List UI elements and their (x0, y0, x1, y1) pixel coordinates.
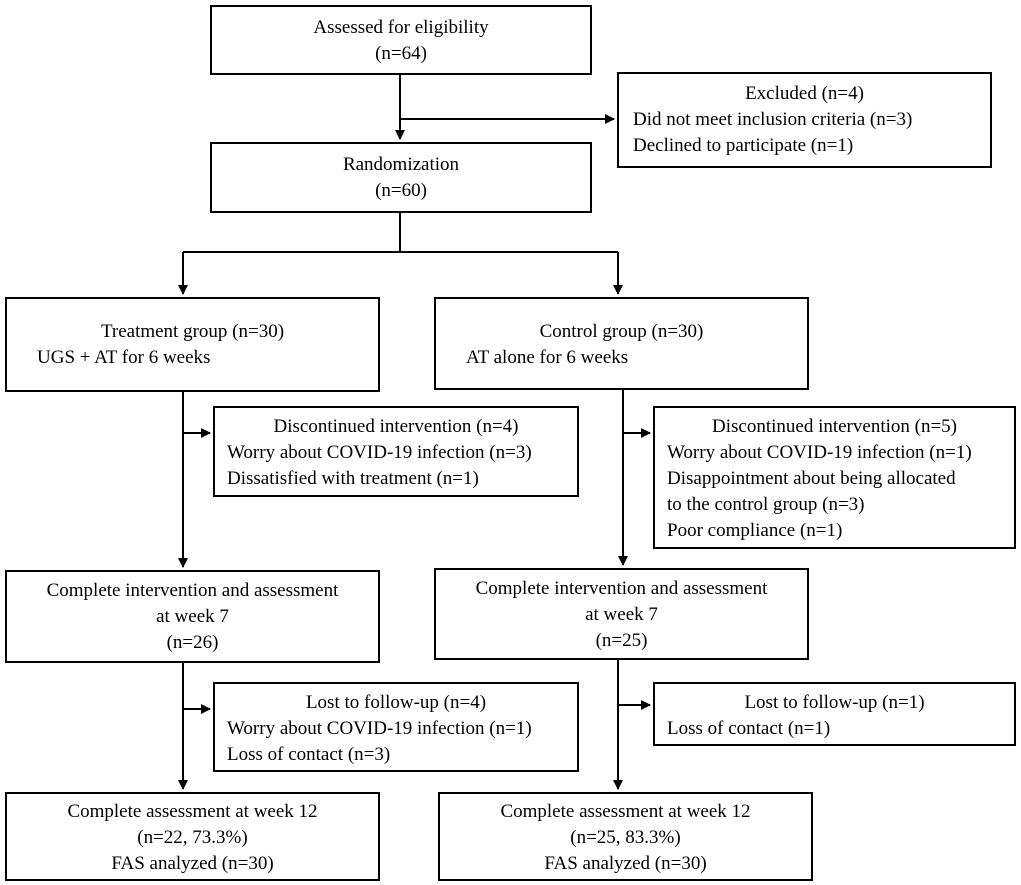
control-final-fas: FAS analyzed (n=30) (544, 853, 707, 874)
control-complete-week7-title: Complete intervention and assessment (475, 578, 768, 599)
control-lost-title: Lost to follow-up (n=1) (744, 692, 925, 713)
treatment-complete-week7-box: Complete intervention and assessment at … (5, 570, 380, 663)
control-lost-reason-contact: Loss of contact (n=1) (667, 718, 831, 739)
control-group-title: Control group (n=30) (539, 321, 704, 342)
excluded-reason-declined: Declined to participate (n=1) (633, 135, 854, 156)
control-lost-box: Lost to follow-up (n=1) Loss of contact … (653, 682, 1016, 746)
treatment-final-fas: FAS analyzed (n=30) (111, 853, 274, 874)
control-discontinued-reason-covid: Worry about COVID-19 infection (n=1) (667, 442, 972, 463)
treatment-discontinued-reason-covid: Worry about COVID-19 infection (n=3) (227, 442, 532, 463)
control-group-box: Control group (n=30) AT alone for 6 week… (434, 297, 809, 390)
treatment-lost-reason-contact: Loss of contact (n=3) (227, 744, 391, 765)
control-final-box: Complete assessment at week 12 (n=25, 83… (438, 792, 813, 881)
treatment-lost-title: Lost to follow-up (n=4) (305, 692, 487, 713)
treatment-final-box: Complete assessment at week 12 (n=22, 73… (5, 792, 380, 881)
treatment-complete-week7-title: Complete intervention and assessment (46, 580, 339, 601)
assessed-count: (n=64) (375, 43, 427, 64)
treatment-discontinued-box: Discontinued intervention (n=4) Worry ab… (213, 406, 579, 497)
treatment-group-regimen: UGS + AT for 6 weeks (37, 347, 211, 368)
control-discontinued-title: Discontinued intervention (n=5) (712, 416, 957, 437)
assessed-box: Assessed for eligibility (n=64) (210, 5, 592, 75)
excluded-reason-criteria: Did not meet inclusion criteria (n=3) (633, 109, 913, 130)
treatment-group-title: Treatment group (n=30) (100, 321, 285, 342)
treatment-complete-week7-count: (n=26) (166, 632, 219, 653)
treatment-discontinued-title: Discontinued intervention (n=4) (273, 416, 519, 437)
treatment-discontinued-reason-dissatisfied: Dissatisfied with treatment (n=1) (227, 468, 479, 489)
control-complete-week7-count: (n=25) (595, 630, 648, 651)
randomization-title: Randomization (342, 154, 460, 175)
control-discontinued-reason-disappointment-cont: to the control group (n=3) (667, 494, 865, 515)
control-discontinued-box: Discontinued intervention (n=5) Worry ab… (653, 406, 1016, 549)
assessed-title: Assessed for eligibility (313, 17, 489, 38)
control-discontinued-reason-disappointment: Disappointment about being allocated (667, 468, 956, 489)
randomization-box: Randomization (n=60) (210, 142, 592, 213)
treatment-final-count: (n=22, 73.3%) (137, 827, 248, 848)
treatment-lost-reason-covid: Worry about COVID-19 infection (n=1) (227, 718, 532, 739)
control-complete-week7-time: at week 7 (585, 604, 658, 625)
treatment-group-box: Treatment group (n=30) UGS + AT for 6 we… (5, 297, 380, 392)
control-final-title: Complete assessment at week 12 (500, 801, 751, 822)
treatment-lost-box: Lost to follow-up (n=4) Worry about COVI… (213, 682, 579, 772)
randomization-count: (n=60) (375, 180, 427, 201)
treatment-complete-week7-time: at week 7 (156, 606, 229, 627)
control-discontinued-reason-compliance: Poor compliance (n=1) (667, 520, 843, 541)
control-complete-week7-box: Complete intervention and assessment at … (434, 568, 809, 660)
excluded-box: Excluded (n=4) Did not meet inclusion cr… (617, 72, 992, 168)
excluded-title: Excluded (n=4) (745, 83, 864, 104)
control-group-regimen: AT alone for 6 weeks (466, 347, 629, 368)
treatment-final-title: Complete assessment at week 12 (67, 801, 318, 822)
control-final-count: (n=25, 83.3%) (570, 827, 681, 848)
